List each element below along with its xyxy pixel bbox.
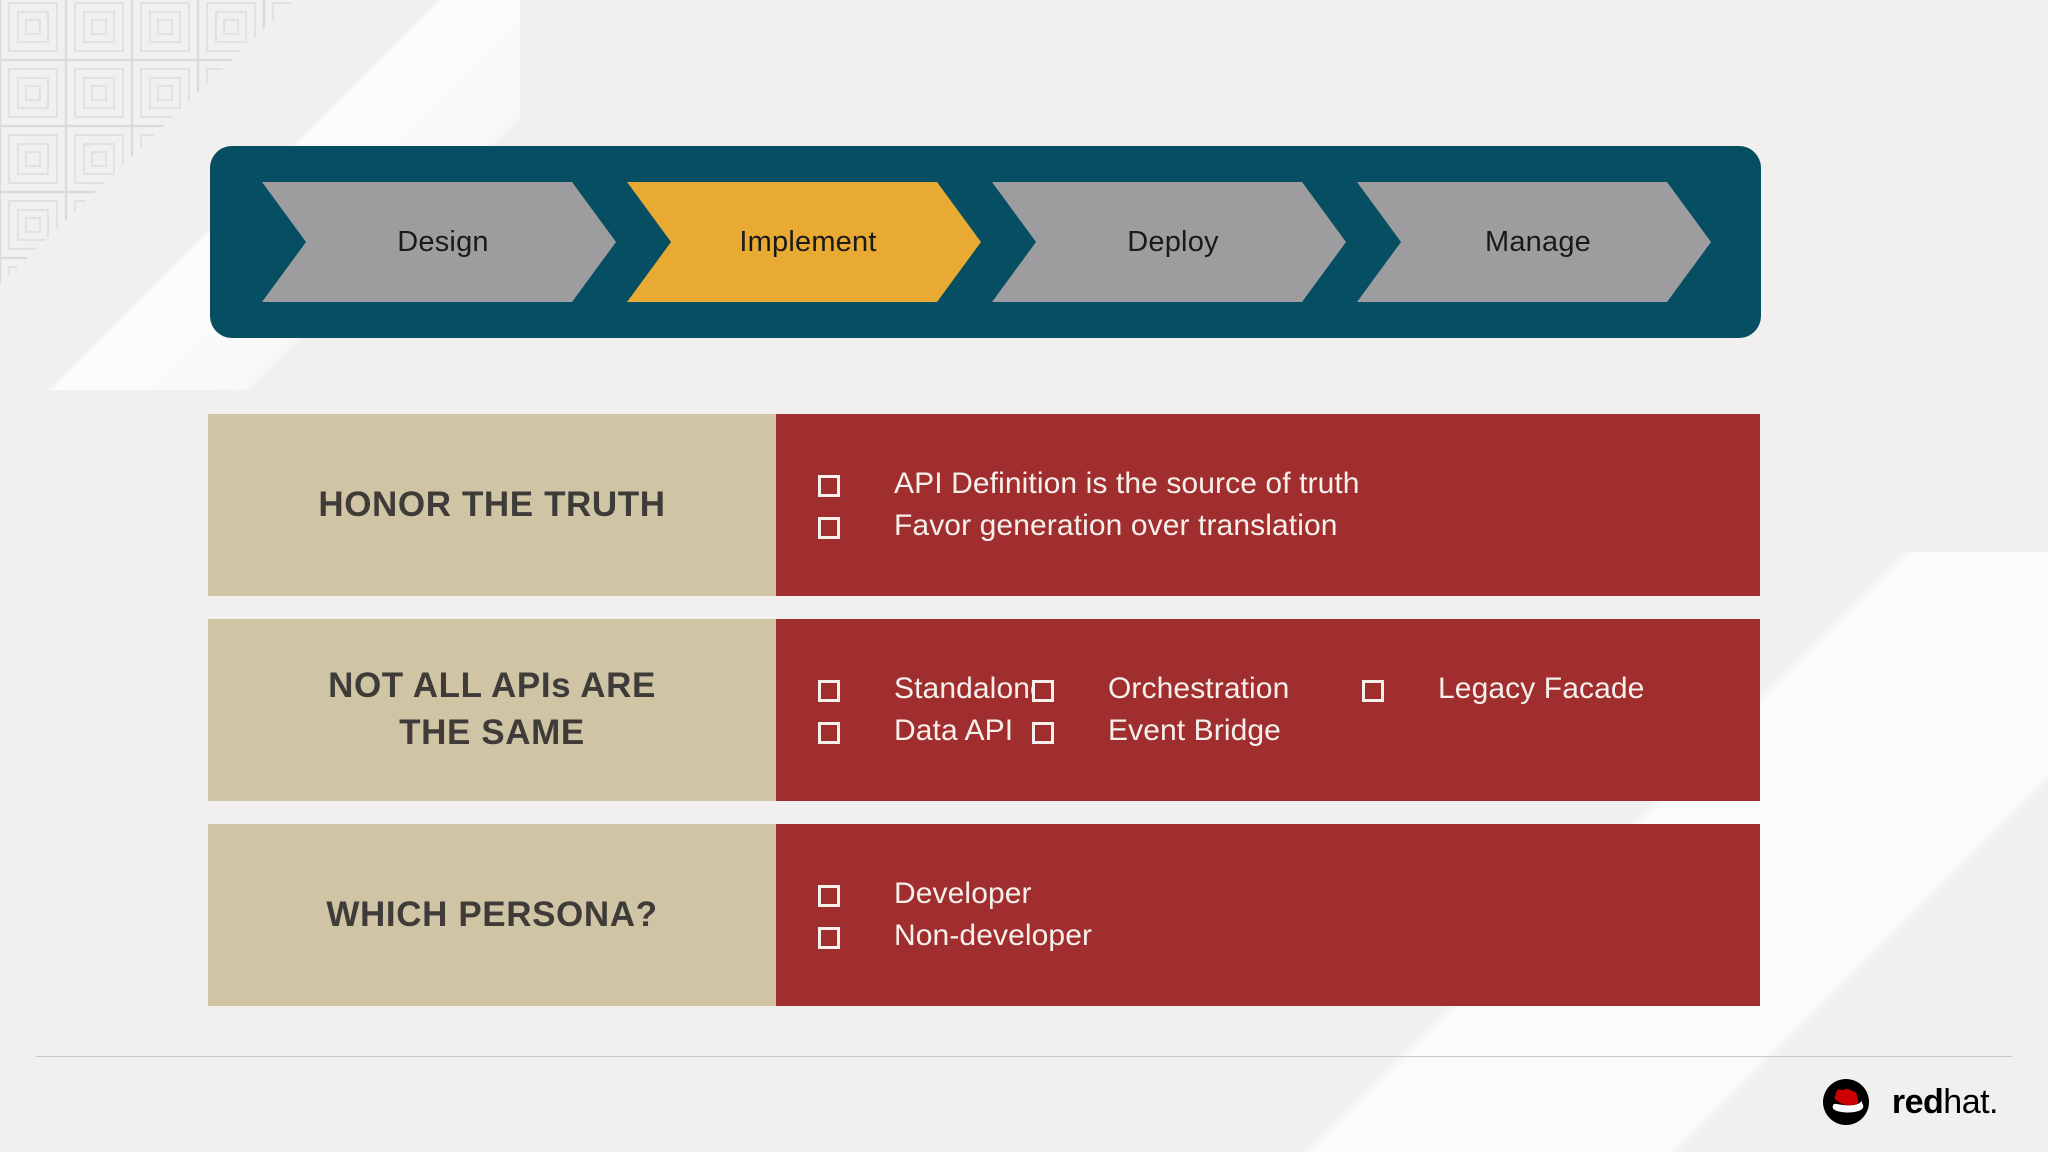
process-step-label: Implement — [739, 225, 877, 258]
bullet-grid: Standalone Orchestration Legacy Facade — [818, 672, 1644, 748]
checkbox-bullet-icon — [818, 927, 840, 949]
content-rows: HONOR THE TRUTH API Definition is the so… — [208, 414, 1760, 1006]
grid-cell: Event Bridge — [1032, 714, 1362, 748]
bullet-text: Developer — [894, 877, 1032, 910]
checkbox-bullet-icon — [818, 517, 840, 539]
content-row-not-all-apis-are-the-same: NOT ALL APIs ARE THE SAME Standalone Orc… — [208, 619, 1760, 801]
list-item: API Definition is the source of truth — [818, 467, 1360, 501]
content-row-which-persona: WHICH PERSONA? Developer Non-developer — [208, 824, 1760, 1006]
checkbox-bullet-icon — [818, 722, 840, 744]
content-row-honor-the-truth: HONOR THE TRUTH API Definition is the so… — [208, 414, 1760, 596]
process-step-manage[interactable]: Manage — [1357, 182, 1711, 302]
grid-cell: Standalone — [818, 672, 1047, 706]
grid-cell: Orchestration — [1032, 672, 1362, 706]
process-step-design[interactable]: Design — [262, 182, 616, 302]
list-item: Developer — [818, 877, 1092, 911]
bullet-text: Standalone — [894, 672, 1047, 705]
list-item-row: Data API Event Bridge — [818, 714, 1644, 748]
checkbox-bullet-icon — [818, 680, 840, 702]
process-step-deploy[interactable]: Deploy — [992, 182, 1346, 302]
bullet-text: Orchestration — [1108, 672, 1290, 705]
checkbox-bullet-icon — [1032, 680, 1054, 702]
bullet-text: Data API — [894, 714, 1014, 747]
grid-cell: Legacy Facade — [1362, 672, 1644, 706]
bullet-text: Legacy Facade — [1438, 672, 1645, 705]
checkbox-bullet-icon — [818, 475, 840, 497]
checkbox-bullet-icon — [818, 885, 840, 907]
bullet-list: API Definition is the source of truth Fa… — [818, 467, 1360, 543]
list-item: Favor generation over translation — [818, 509, 1360, 543]
wordmark-red: red — [1891, 1082, 1944, 1121]
bullet-text: Event Bridge — [1108, 714, 1281, 747]
wordmark-hat: hat — [1943, 1082, 1990, 1121]
row-title-panel: HONOR THE TRUTH — [208, 414, 776, 596]
wordmark-dot: . — [1989, 1082, 1998, 1121]
footer-divider — [36, 1056, 2012, 1057]
row-body-panel: Developer Non-developer — [776, 824, 1760, 1006]
checkbox-bullet-icon — [1362, 680, 1384, 702]
row-title-panel: NOT ALL APIs ARE THE SAME — [208, 619, 776, 801]
list-item: Non-developer — [818, 919, 1092, 953]
grid-cell: Data API — [818, 714, 1032, 748]
row-title-panel: WHICH PERSONA? — [208, 824, 776, 1006]
checkbox-bullet-icon — [1032, 722, 1054, 744]
bullet-list: Developer Non-developer — [818, 877, 1092, 953]
bullet-text: Favor generation over translation — [894, 509, 1338, 542]
list-item-row: Standalone Orchestration Legacy Facade — [818, 672, 1644, 706]
row-title-text: NOT ALL APIs ARE THE SAME — [328, 663, 656, 756]
row-title-line-2: THE SAME — [399, 713, 585, 752]
redhat-branding: redhat. — [1818, 1078, 1998, 1126]
process-step-label: Deploy — [1127, 225, 1219, 258]
row-body-panel: API Definition is the source of truth Fa… — [776, 414, 1760, 596]
redhat-shadowman-logo-icon — [1822, 1079, 1869, 1125]
row-title-text: HONOR THE TRUTH — [318, 484, 666, 524]
row-title-text: WHICH PERSONA? — [326, 894, 658, 934]
bullet-text: Non-developer — [894, 919, 1093, 952]
process-step-track: Design Implement Deploy Manage — [262, 182, 1711, 302]
bullet-text: API Definition is the source of truth — [894, 467, 1360, 500]
process-step-label: Manage — [1485, 225, 1591, 258]
process-step-implement[interactable]: Implement — [627, 182, 981, 302]
row-title-line-1: NOT ALL APIs ARE — [328, 666, 656, 706]
redhat-wordmark: redhat. — [1891, 1082, 1999, 1122]
process-step-label: Design — [397, 225, 489, 258]
row-body-panel: Standalone Orchestration Legacy Facade — [776, 619, 1760, 801]
process-bar: Design Implement Deploy Manage — [210, 146, 1761, 338]
